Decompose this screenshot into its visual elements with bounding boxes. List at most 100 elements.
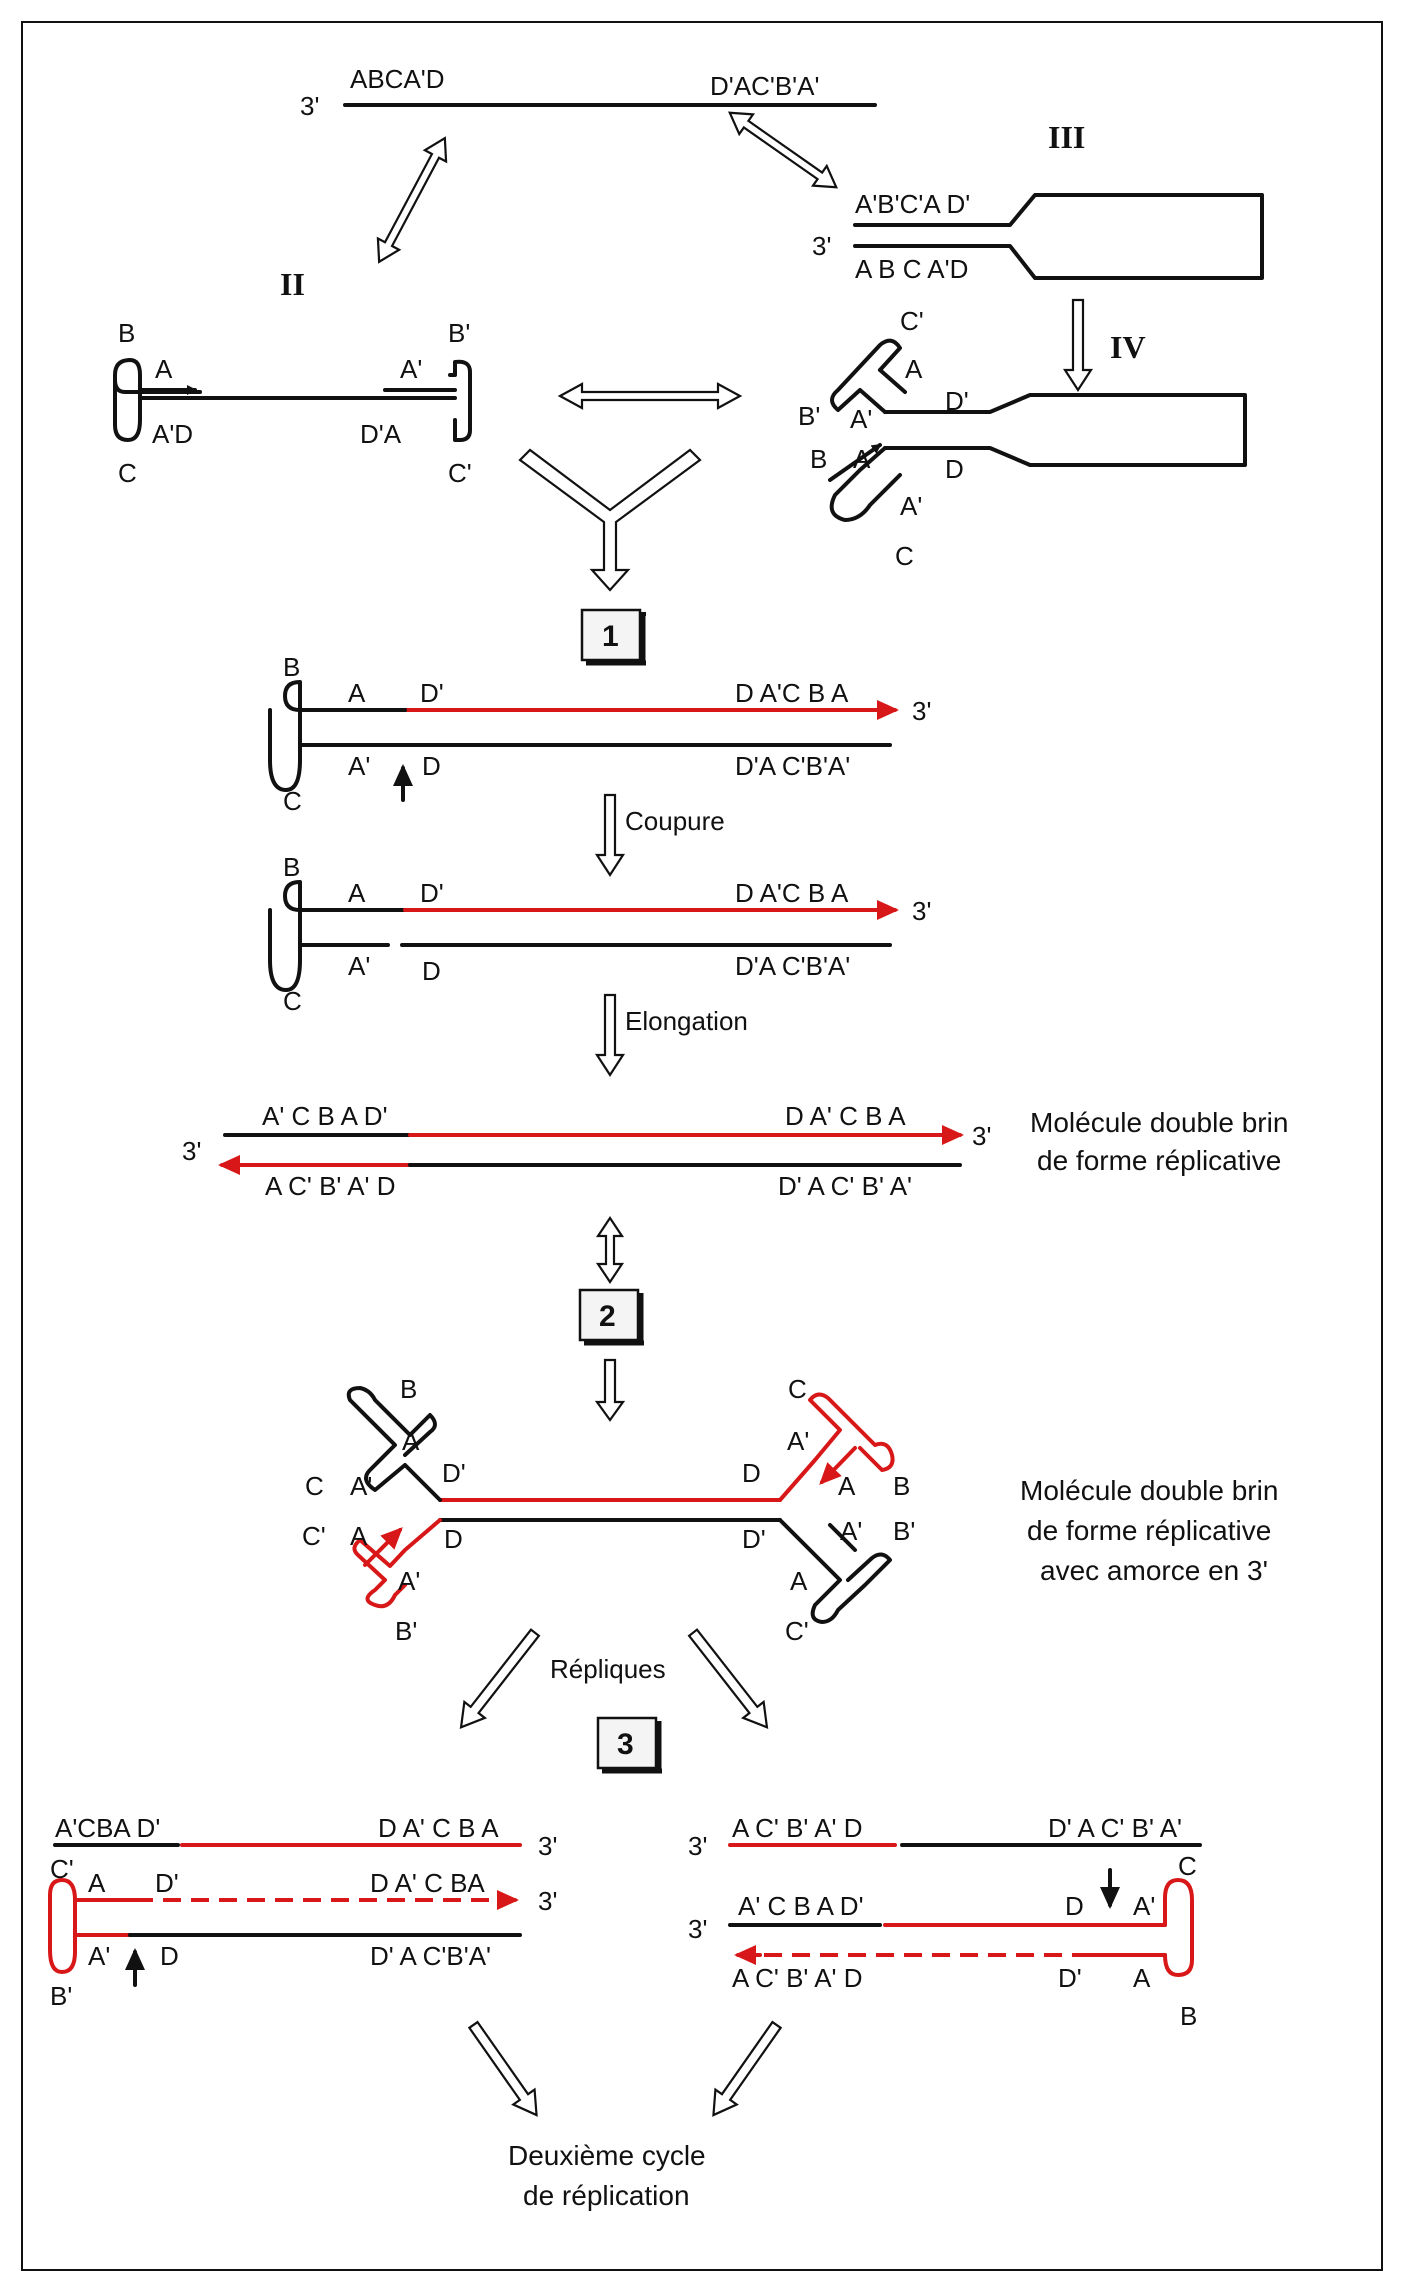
form-II-dumbbell: B A A'D C B' A' D'A C' — [113, 318, 472, 488]
s6-topright: D' A C' B' A' — [1048, 1813, 1182, 1843]
step1-hairpin: B A D' D A'C B A 3' A' D D'A C'B'A' C — [268, 652, 931, 816]
step4-replicative-with-primer: B A C A' D' D C A' A B C' A D A' B' D' A… — [302, 1374, 915, 1646]
s5-D: D — [160, 1941, 179, 1971]
s5-Bp: B' — [50, 1981, 72, 2011]
linear-strand-top: 3' ABCA'D D'AC'B'A' — [300, 64, 877, 121]
II-A: A — [155, 354, 173, 384]
step-box-2: 2 — [578, 1288, 644, 1346]
s2-B: B — [283, 852, 300, 882]
s4-lD: D — [444, 1524, 463, 1554]
II-B: B — [118, 318, 135, 348]
IV-A: A — [905, 354, 923, 384]
II-Bp: B' — [448, 318, 470, 348]
s2-Ap: A' — [348, 951, 370, 981]
s5-topright: D A' C B A — [378, 1813, 499, 1843]
sequence-label-left: ABCA'D — [350, 64, 445, 94]
s4-rA: A — [838, 1471, 856, 1501]
form-IV-structure: C' A D' B' A' B A D A' C — [798, 306, 1247, 571]
s4-lBp: B' — [395, 1616, 417, 1646]
s6-B: B — [1180, 2001, 1197, 2031]
s4-B: B — [400, 1374, 417, 1404]
s6-topleft: A C' B' A' D — [732, 1813, 863, 1843]
s4-rDp: D' — [742, 1524, 766, 1554]
arrow-cycle-left — [467, 2020, 538, 2117]
elongation-label: Elongation — [625, 1006, 748, 1036]
coupure-label: Coupure — [625, 806, 725, 836]
s2-right: D A'C B A — [735, 878, 849, 908]
arrow-cycle-right — [712, 2020, 783, 2117]
double-arrow-step2 — [595, 1216, 625, 1284]
step-3-number: 3 — [617, 1728, 634, 1761]
s6-midleft: A' C B A D' — [738, 1891, 864, 1921]
s4-Cp: C' — [302, 1521, 326, 1551]
s1-Ap: A' — [348, 751, 370, 781]
s3-botright: D' A C' B' A' — [778, 1171, 912, 1201]
s4-rC: C — [788, 1374, 807, 1404]
s4-Dp: D' — [442, 1458, 466, 1488]
step2-hairpin-nicked: B A D' D A'C B A 3' A' D D'A C'B'A' C — [268, 852, 931, 1016]
s1-C: C — [283, 786, 302, 816]
double-arrow-II-IV — [557, 382, 743, 410]
II-AD: A'D — [152, 419, 193, 449]
s4-lAp: A' — [398, 1566, 420, 1596]
s6-A: A — [1133, 1963, 1151, 1993]
step3-double-strand: A' C B A D' D A' C B A 3' 3' A C' B' A' … — [182, 1101, 991, 1201]
IV-Ap2: A' — [900, 491, 922, 521]
step-1-number: 1 — [602, 620, 619, 653]
IV-Ap: A' — [850, 404, 872, 434]
form-III-bottom-seq: A B C A'D — [855, 254, 968, 284]
s2-D: D — [422, 956, 441, 986]
caption-dsp-line2: de forme réplicative — [1027, 1515, 1271, 1546]
s4-rB: B — [893, 1471, 910, 1501]
form-III-label: III — [1048, 119, 1085, 155]
caption-ds-line1: Molécule double brin — [1030, 1107, 1288, 1138]
s4-rAp: A' — [787, 1426, 809, 1456]
s5-three1: 3' — [538, 1831, 557, 1861]
s4-D: D — [742, 1458, 761, 1488]
IV-C: C — [895, 541, 914, 571]
step-box-3: 3 — [596, 1716, 662, 1774]
s1-A: A — [348, 678, 366, 708]
s3-three-left: 3' — [182, 1136, 201, 1166]
s6-D: D — [1065, 1891, 1084, 1921]
s2-C: C — [283, 986, 302, 1016]
form-IV-label: IV — [1110, 329, 1146, 365]
IV-D: D — [945, 454, 964, 484]
s3-botleft: A C' B' A' D — [265, 1171, 396, 1201]
s2-Dp: D' — [420, 878, 444, 908]
s5-botright: D' A C'B'A' — [370, 1941, 491, 1971]
step5-left-product: A'CBA D' D A' C B A 3' C' A D' D A' C BA… — [48, 1813, 557, 2011]
caption-cycle-line1: Deuxième cycle — [508, 2140, 706, 2171]
caption-cycle-line2: de réplication — [523, 2180, 690, 2211]
arrow-repliques-right — [687, 1628, 769, 1729]
arrow-coupure — [594, 793, 626, 878]
form-III-hairpin: A'B'C'A D' 3' A B C A'D — [812, 189, 1264, 284]
s5-Dp: D' — [155, 1868, 179, 1898]
three-prime-label: 3' — [300, 91, 319, 121]
arrow-repliques-left — [459, 1628, 541, 1729]
arrow-elongation — [594, 993, 626, 1078]
s1-B: B — [283, 652, 300, 682]
step-2-number: 2 — [599, 1300, 616, 1333]
IV-Cp: C' — [900, 306, 924, 336]
s6-three2: 3' — [688, 1914, 707, 1944]
s3-three-right: 3' — [972, 1121, 991, 1151]
IV-A2: A — [853, 444, 871, 474]
II-DA: D'A — [360, 419, 402, 449]
form-II-label: II — [280, 266, 305, 302]
s4-rAp2: A' — [840, 1516, 862, 1546]
merge-arrow — [518, 448, 702, 592]
s1-Dp: D' — [420, 678, 444, 708]
II-Ap: A' — [400, 354, 422, 384]
s1-D: D — [422, 751, 441, 781]
caption-dsp-line1: Molécule double brin — [1020, 1475, 1278, 1506]
s4-A: A — [402, 1426, 420, 1456]
s1-right: D A'C B A — [735, 678, 849, 708]
s2-A: A — [348, 878, 366, 908]
II-Cp: C' — [448, 458, 472, 488]
s1-three: 3' — [912, 696, 931, 726]
II-C: C — [118, 458, 137, 488]
s2-bright: D'A C'B'A' — [735, 951, 850, 981]
